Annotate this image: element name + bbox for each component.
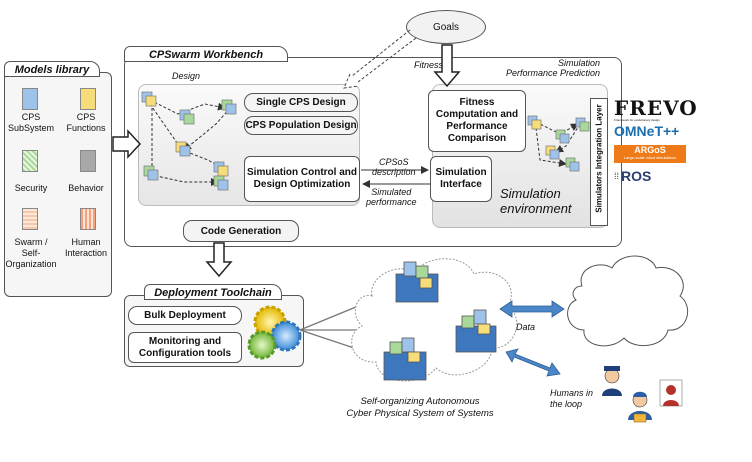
integration-layer-label: Simulators Integration Layer [594, 104, 604, 213]
cps-functions-icon [80, 88, 96, 110]
models-library-title: Models library [4, 61, 100, 77]
ros-dots-icon: ⁞⁞ [614, 171, 620, 181]
integration-layer-bar [590, 98, 608, 226]
code-generation[interactable]: Code Generation [183, 220, 299, 242]
omnet-logo: OMNeT++ [614, 123, 680, 139]
humans-icon [602, 366, 683, 423]
human-interaction-icon [80, 208, 96, 230]
design-label: Design [172, 71, 201, 81]
cps-subsystem-icon [22, 88, 38, 110]
data-double-arrow [499, 300, 565, 318]
data-label: Data [516, 322, 536, 332]
single-cps-design[interactable]: Single CPS Design [244, 93, 358, 112]
ros-logo: ⁞⁞ ROS [614, 168, 652, 184]
cps-population-design[interactable]: CPS Population Design [244, 116, 358, 135]
humans-double-arrow [505, 348, 561, 377]
cps-cloud [351, 258, 518, 382]
swarm-icon [22, 208, 38, 230]
cps-node-2 [455, 309, 497, 353]
argos-logo: ARGoS Large-scale robot simulations [614, 145, 686, 163]
bulk-deployment-box[interactable]: Bulk Deployment [128, 306, 242, 325]
behavior-label: Behavior [68, 183, 104, 193]
frevo-logo: FREVO Framework for evolutionary design [614, 96, 698, 122]
deployment-title: Deployment Toolchain [144, 284, 282, 300]
fitness-arrow-label: Fitness [414, 60, 444, 70]
behavior-icon [80, 150, 96, 172]
security-label: Security [14, 183, 48, 193]
codegen-to-deployment-arrow [205, 242, 233, 278]
deployment-lines [299, 286, 454, 361]
goals-ellipse[interactable]: Goals [406, 10, 486, 44]
cps-node-3 [383, 337, 427, 381]
workbench-title: CPSwarm Workbench [124, 46, 288, 62]
cps-node-1 [395, 261, 439, 303]
swarm-label: Swarm /Self-Organization [5, 237, 57, 269]
security-icon [22, 150, 38, 172]
